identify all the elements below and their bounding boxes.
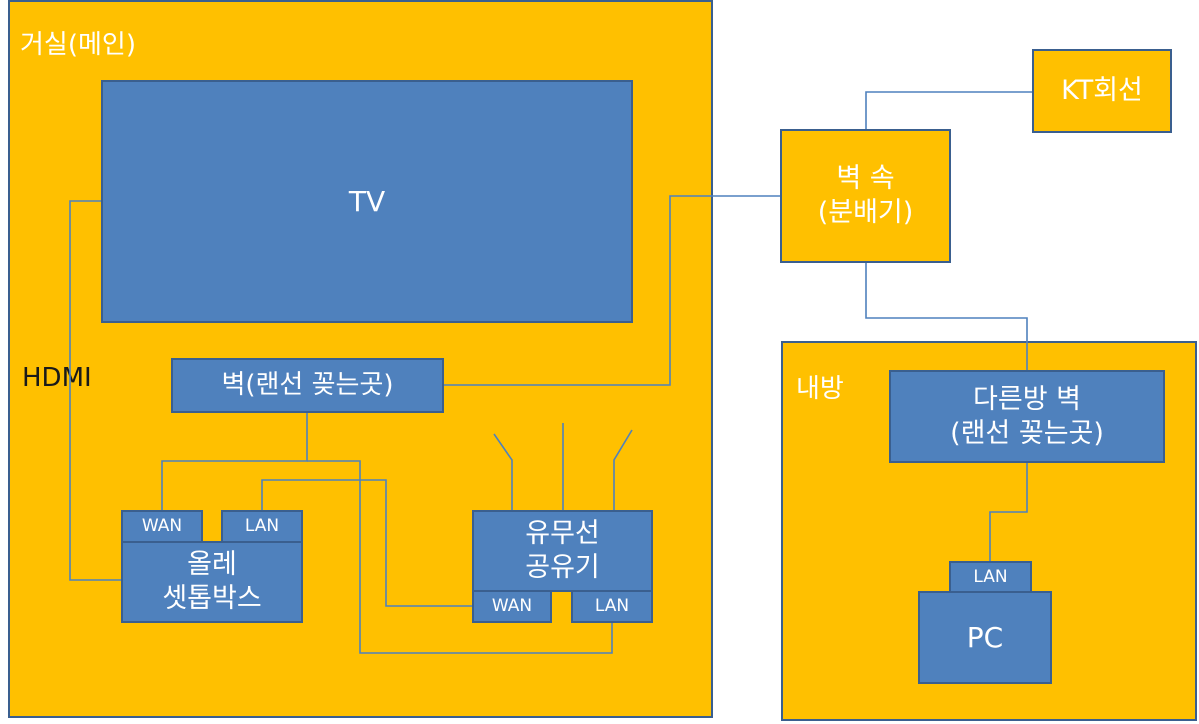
distributor-box: 벽 속 (분배기) bbox=[780, 129, 951, 263]
hdmi-label: HDMI bbox=[22, 363, 92, 393]
settop-box: 올레 셋톱박스 bbox=[121, 541, 303, 623]
distributor-to-kt bbox=[865, 91, 1033, 130]
settop-wan-port: WAN bbox=[121, 510, 203, 543]
pc-box: PC bbox=[918, 591, 1052, 684]
settop-lan-port: LAN bbox=[221, 510, 303, 543]
router-wan-port: WAN bbox=[472, 590, 552, 623]
my-room-label: 내방 bbox=[796, 374, 844, 404]
pc-lan-port: LAN bbox=[949, 561, 1032, 594]
router-box: 유무선 공유기 bbox=[472, 510, 653, 592]
living-room-label: 거실(메인) bbox=[20, 30, 136, 60]
router-lan-port: LAN bbox=[571, 590, 653, 623]
tv-box: TV bbox=[101, 80, 633, 323]
living-wall-jack: 벽(랜선 꽂는곳) bbox=[171, 358, 444, 413]
other-room-wall-jack: 다른방 벽 (랜선 꽂는곳) bbox=[889, 370, 1165, 463]
kt-line-box: KT회선 bbox=[1032, 49, 1172, 133]
